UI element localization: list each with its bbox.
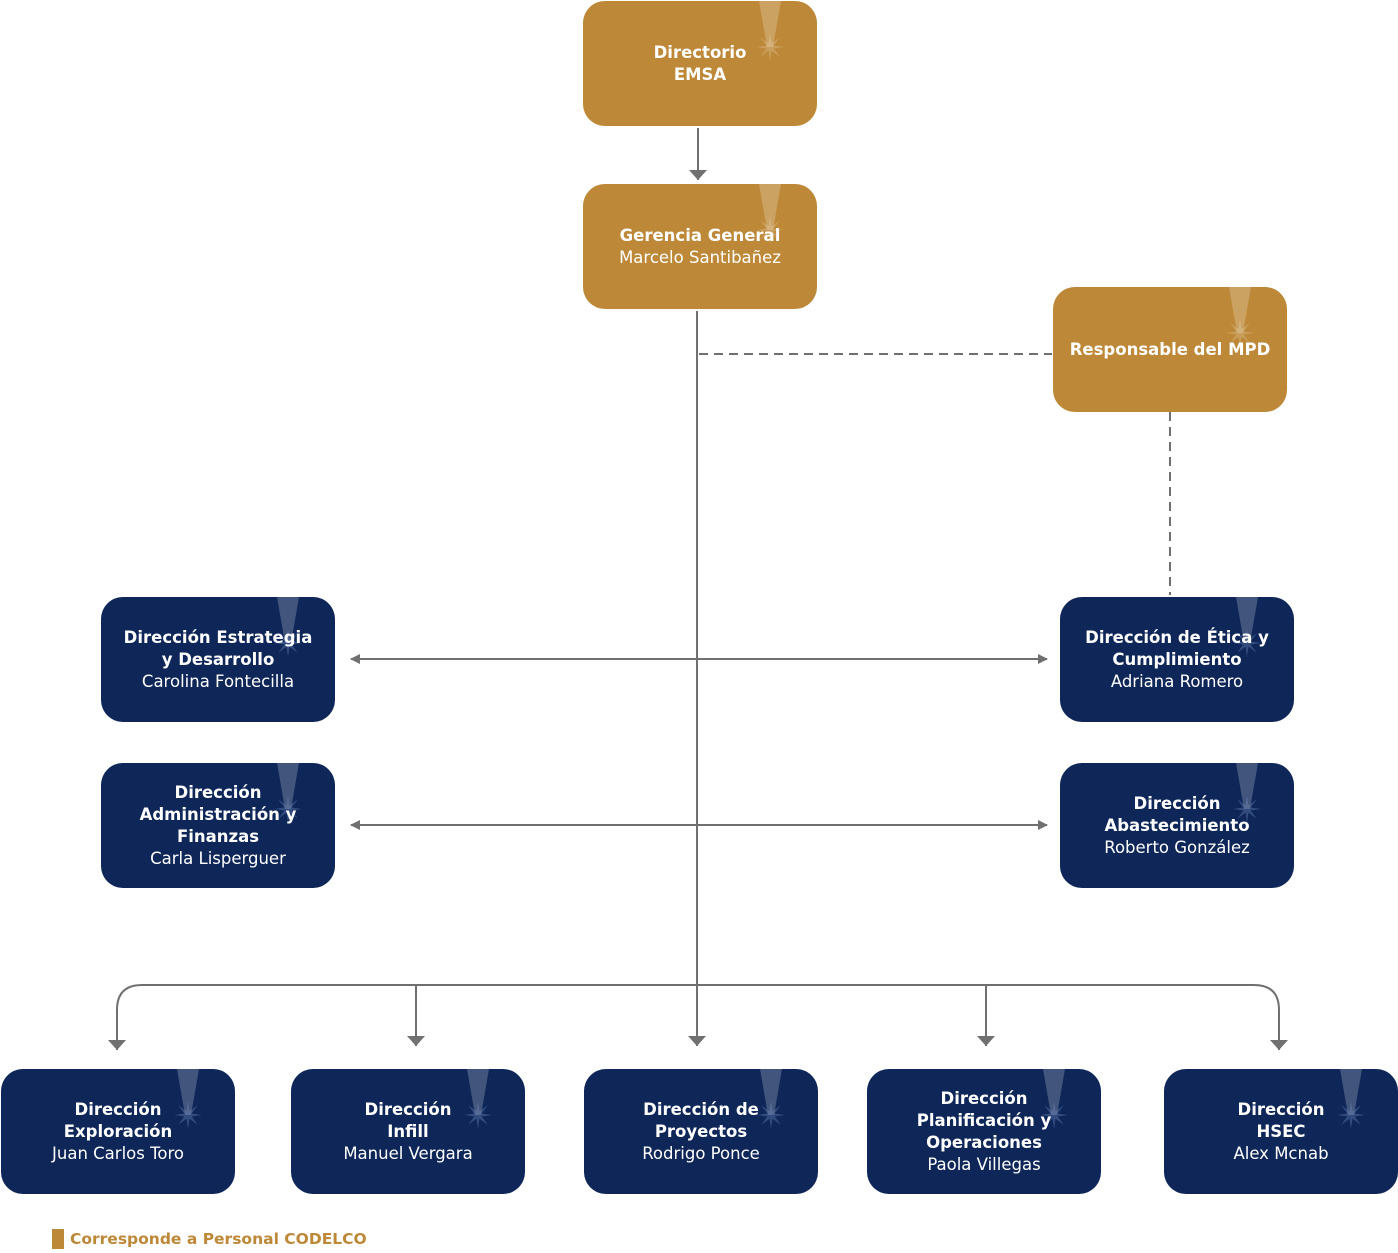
node-title: Dirección Planificación y Operaciones <box>916 1088 1052 1152</box>
node-person: Rodrigo Ponce <box>642 1143 760 1163</box>
node-title: Directorio EMSA <box>653 42 747 84</box>
star-emblem-icon <box>1233 597 1261 657</box>
node-person: Carolina Fontecilla <box>141 671 295 691</box>
node-person: Carla Lisperguer <box>150 848 286 868</box>
node-title: Gerencia General <box>619 225 781 245</box>
node-title: Responsable del MPD <box>1069 339 1271 359</box>
star-emblem-icon <box>174 1069 202 1129</box>
node-direccion-proyectos: Dirección de Proyectos Rodrigo Ponce <box>584 1069 818 1194</box>
node-title: Dirección Abastecimiento <box>1104 793 1250 835</box>
star-emblem-icon <box>274 597 302 657</box>
node-direccion-planificacion: Dirección Planificación y Operaciones Pa… <box>867 1069 1101 1194</box>
node-direccion-infill: Dirección Infill Manuel Vergara <box>291 1069 525 1194</box>
star-emblem-icon <box>274 763 302 823</box>
star-emblem-icon <box>1233 763 1261 823</box>
node-person: Paola Villegas <box>927 1154 1041 1174</box>
node-title: Dirección HSEC <box>1237 1099 1325 1141</box>
legend-swatch-codelco <box>52 1229 64 1249</box>
node-directorio-emsa: Directorio EMSA <box>583 1 817 126</box>
node-title: Dirección Infill <box>364 1099 452 1141</box>
node-gerencia-general: Gerencia General Marcelo Santibañez <box>583 184 817 309</box>
node-person: Manuel Vergara <box>343 1143 473 1163</box>
bottom-distribution-bar <box>116 984 1288 1050</box>
node-direccion-estrategia: Dirección Estrategia y Desarrollo Caroli… <box>101 597 335 722</box>
star-emblem-icon <box>1040 1069 1068 1129</box>
star-emblem-icon <box>464 1069 492 1129</box>
node-direccion-hsec: Dirección HSEC Alex Mcnab <box>1164 1069 1398 1194</box>
legend: Corresponde a Personal CODELCO <box>52 1229 367 1249</box>
legend-label: Corresponde a Personal CODELCO <box>70 1230 367 1248</box>
node-direccion-abastecimiento: Dirección Abastecimiento Roberto Gonzále… <box>1060 763 1294 888</box>
node-direccion-administracion: Dirección Administración y Finanzas Carl… <box>101 763 335 888</box>
node-title: Dirección Administración y Finanzas <box>139 782 297 846</box>
node-title: Dirección Exploración <box>63 1099 173 1141</box>
star-emblem-icon <box>1337 1069 1365 1129</box>
node-direccion-etica: Dirección de Ética y Cumplimiento Adrian… <box>1060 597 1294 722</box>
star-emblem-icon <box>756 184 784 244</box>
star-emblem-icon <box>756 1 784 61</box>
node-responsable-mpd: Responsable del MPD <box>1053 287 1287 412</box>
node-title: Dirección de Ética y Cumplimiento <box>1085 627 1269 669</box>
node-person: Alex Mcnab <box>1233 1143 1329 1163</box>
node-title: Dirección Estrategia y Desarrollo <box>123 627 313 669</box>
node-person: Marcelo Santibañez <box>619 247 781 267</box>
node-person: Roberto González <box>1104 837 1250 857</box>
node-title: Dirección de Proyectos <box>643 1099 759 1141</box>
node-direccion-exploracion: Dirección Exploración Juan Carlos Toro <box>1 1069 235 1194</box>
node-person: Adriana Romero <box>1110 671 1244 691</box>
node-person: Juan Carlos Toro <box>52 1143 184 1163</box>
star-emblem-icon <box>1226 287 1254 347</box>
star-emblem-icon <box>757 1069 785 1129</box>
